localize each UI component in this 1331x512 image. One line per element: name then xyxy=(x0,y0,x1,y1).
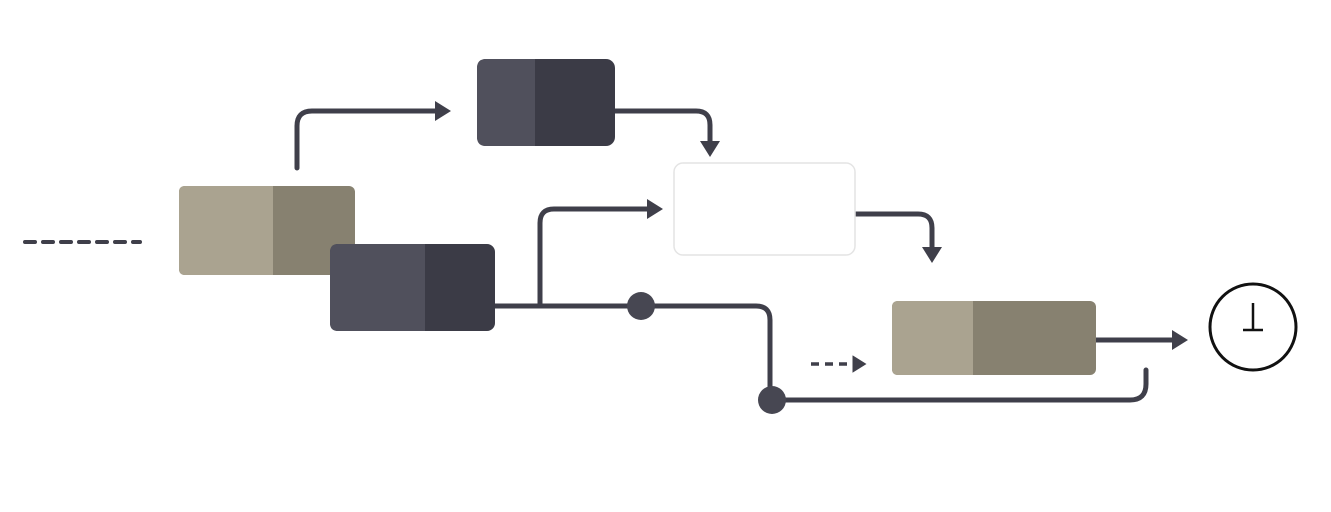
connector-tan-to-top-dark xyxy=(294,101,451,171)
process-box-tan-2[interactable] xyxy=(892,301,1096,375)
process-box-tan-1[interactable] xyxy=(179,186,355,275)
terminal-node[interactable] xyxy=(1208,282,1298,372)
process-box-dark-main[interactable] xyxy=(330,244,495,331)
process-box-white[interactable] xyxy=(673,162,856,256)
connector-white-to-tan xyxy=(852,211,942,263)
connector-top-dark-to-white xyxy=(612,108,720,157)
process-box-dark-top[interactable] xyxy=(477,59,615,146)
ground-tack-icon xyxy=(1243,303,1263,332)
junction-dot xyxy=(758,386,786,414)
junction-dot xyxy=(627,292,655,320)
connector-branch-to-white xyxy=(537,199,663,309)
